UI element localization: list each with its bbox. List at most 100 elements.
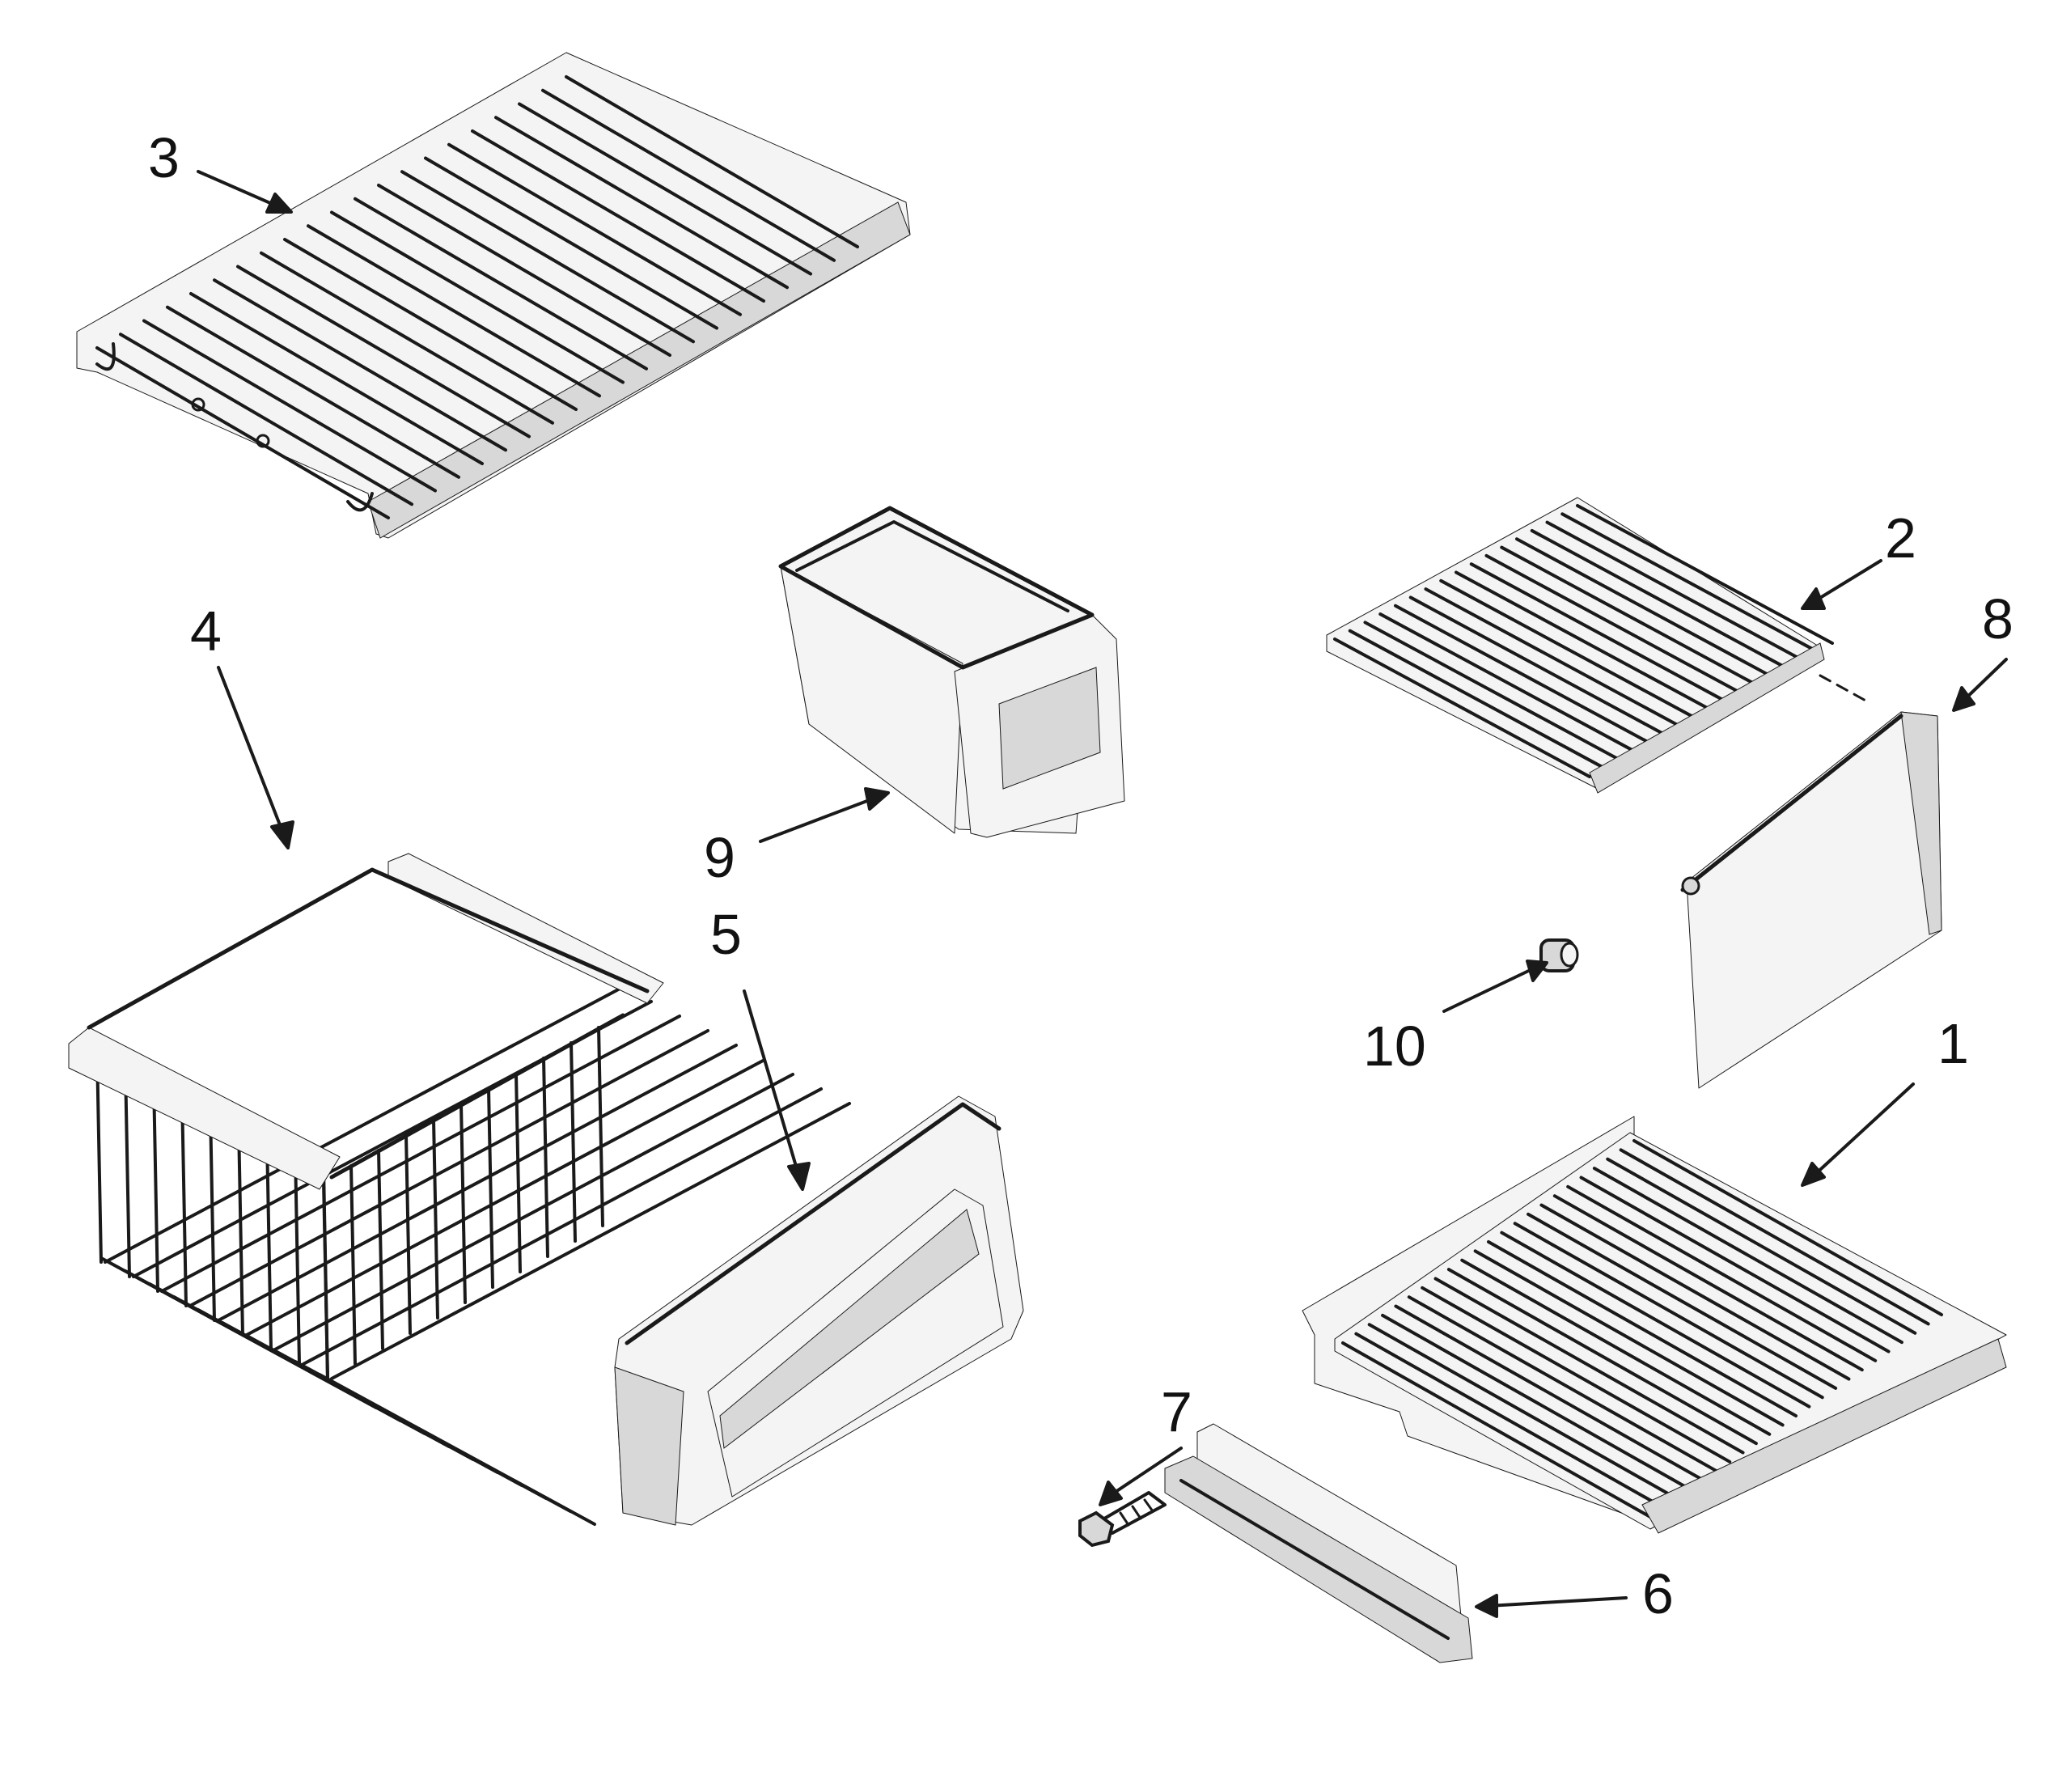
wire-line	[1500, 1231, 1811, 1409]
wire-line	[459, 1103, 467, 1304]
wire-line	[95, 1050, 103, 1264]
callout-10: 10	[1363, 1015, 1426, 1078]
wire-line	[119, 333, 413, 506]
wire-line	[404, 1133, 412, 1335]
wire-line	[166, 305, 460, 479]
wire-line	[1394, 604, 1652, 745]
wire-line	[1545, 520, 1804, 662]
wire-line	[349, 1164, 357, 1366]
wire-line	[1473, 1249, 1785, 1427]
wire-line	[294, 1152, 301, 1366]
callout-arrows	[197, 170, 2008, 1618]
wire-line	[1632, 1139, 1943, 1316]
storage-bin	[778, 506, 1125, 838]
wire-line	[236, 265, 531, 438]
wire-line	[432, 1118, 439, 1320]
wire-shelf-large	[1302, 1116, 2007, 1534]
wire-line	[237, 1123, 244, 1337]
wire-line	[1469, 562, 1728, 704]
wire-line	[1381, 1313, 1692, 1491]
wire-line	[471, 129, 765, 303]
wire-line	[1460, 1258, 1772, 1436]
wire-line	[188, 1029, 709, 1307]
basket-front-cover	[614, 1095, 1024, 1526]
wire-line	[1484, 553, 1743, 695]
wire-line	[1539, 1203, 1851, 1381]
wire-line	[514, 1072, 522, 1273]
wire-shelf-small	[1326, 497, 1870, 794]
wire-line	[260, 251, 554, 425]
wire-line	[142, 319, 437, 493]
wire-line	[265, 1137, 273, 1351]
wire-line	[424, 156, 718, 330]
wire-line	[330, 210, 625, 384]
wire-line	[377, 1149, 384, 1350]
wire-line	[1394, 1304, 1705, 1482]
callout-6: 6	[1642, 1562, 1674, 1625]
spacer	[1539, 938, 1579, 972]
wire-line	[541, 88, 836, 262]
wire-line	[104, 985, 625, 1264]
wire-line	[1446, 1268, 1758, 1446]
wire-line	[1408, 595, 1667, 737]
callout-7: 7	[1161, 1380, 1192, 1443]
wire-line	[1421, 1286, 1732, 1464]
wire-line	[302, 1087, 823, 1366]
wire-line	[318, 1373, 596, 1526]
wire-line	[1513, 1222, 1824, 1400]
wire-line	[330, 1102, 851, 1380]
wire-line	[1560, 512, 1819, 654]
wire-line	[542, 1057, 549, 1258]
wire-line	[213, 278, 507, 452]
wire-line	[1592, 1167, 1903, 1345]
wire-line	[377, 184, 671, 357]
wire-line	[189, 292, 484, 465]
wire-line	[518, 102, 812, 276]
wire-line	[447, 142, 742, 316]
callout-8: 8	[1982, 587, 2014, 650]
wire-line	[1439, 578, 1698, 720]
wire-line	[354, 197, 648, 371]
wire-line	[565, 75, 859, 248]
callout-3: 3	[148, 126, 180, 189]
wire-line	[1354, 1332, 1666, 1510]
wire-line	[1576, 504, 1834, 645]
wire-line	[1527, 1212, 1838, 1390]
wire-line	[1433, 1277, 1745, 1455]
wire-line	[1407, 1295, 1718, 1473]
wire-line	[95, 346, 390, 519]
wire-line	[1552, 1194, 1864, 1372]
wire-line	[124, 1065, 131, 1278]
callout-5: 5	[710, 903, 742, 966]
wire-line	[1530, 528, 1789, 670]
shelf-trim-rail	[1164, 1423, 1473, 1663]
wire-line	[400, 170, 695, 344]
wire-line	[1487, 1240, 1798, 1417]
wire-line	[1378, 612, 1637, 754]
wire-line	[307, 224, 601, 398]
wire-line	[1566, 1184, 1878, 1362]
wire-line	[322, 1180, 329, 1381]
callout-4: 4	[190, 599, 222, 663]
wire-shelf-top	[76, 52, 911, 539]
wire-line	[273, 1073, 794, 1351]
callout-1: 1	[1937, 1012, 1969, 1075]
wire-line	[1606, 1157, 1917, 1335]
wire-line	[152, 1079, 159, 1293]
wire-line	[1424, 587, 1683, 729]
wire-line	[209, 1108, 216, 1322]
wire-line	[217, 1044, 738, 1322]
wire-line	[1341, 1341, 1652, 1519]
screw	[1078, 1491, 1167, 1548]
wire-line	[1333, 638, 1591, 778]
wire-line	[180, 1094, 188, 1307]
wire-basket	[68, 853, 851, 1526]
wire-line	[1619, 1148, 1930, 1326]
wire-line	[283, 238, 578, 411]
wire-line	[1515, 537, 1773, 679]
shelf-front-panel	[1680, 711, 1942, 1089]
wire-line	[494, 116, 789, 290]
wire-line	[1579, 1176, 1891, 1354]
